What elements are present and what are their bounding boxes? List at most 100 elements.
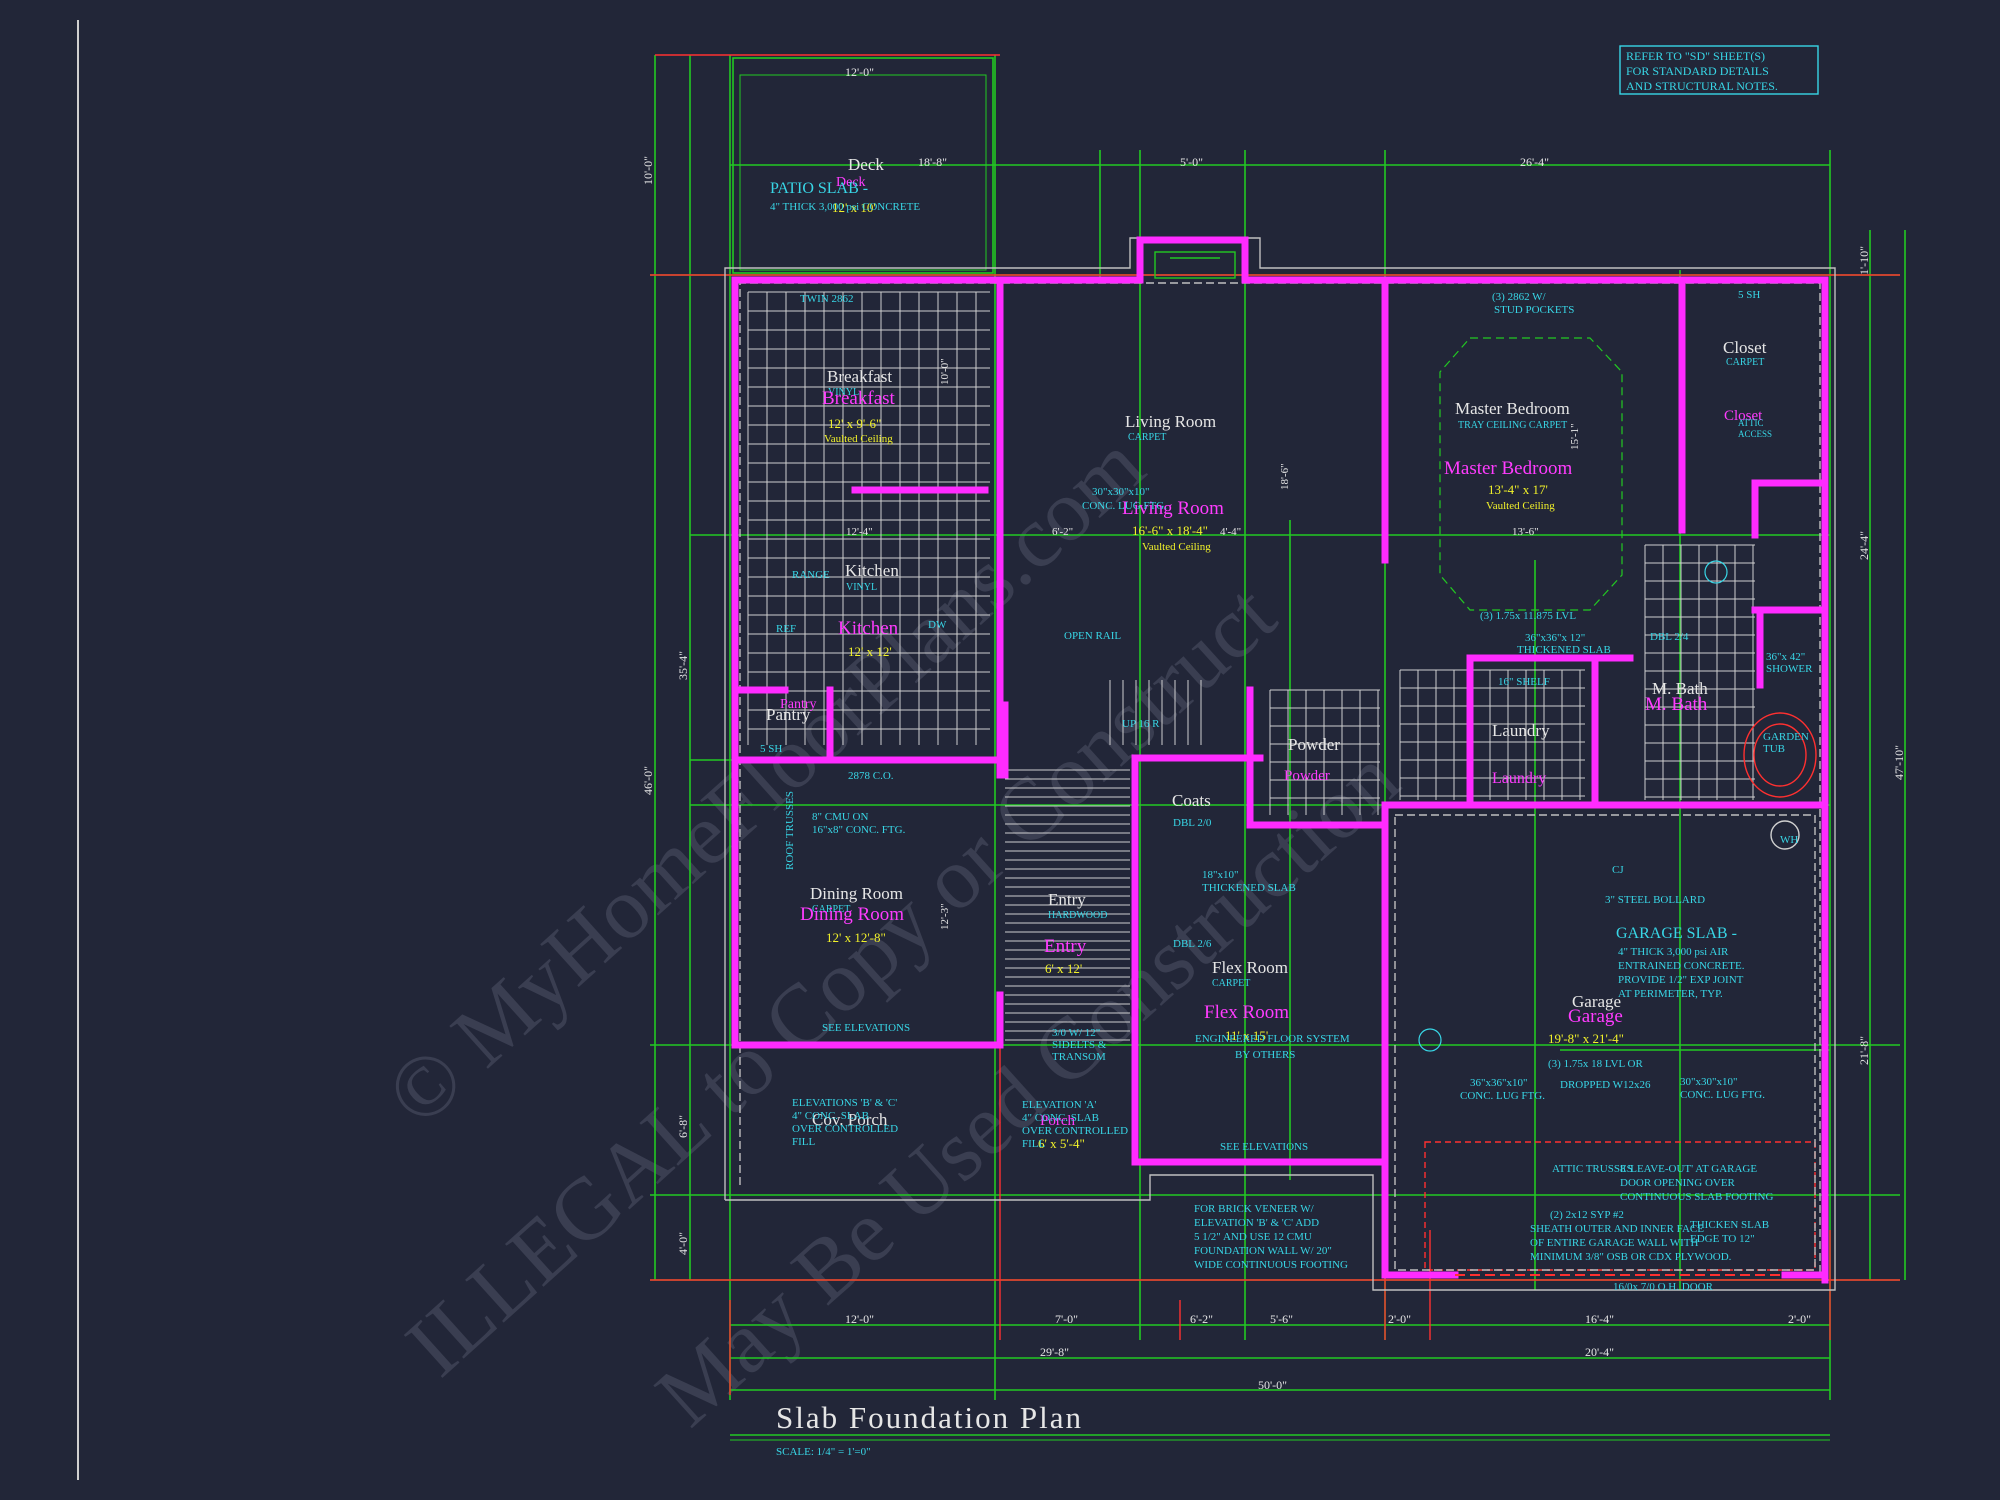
pantry-shelf-label: 5 SH	[760, 743, 782, 755]
note-line-3: AND STRUCTURAL NOTES.	[1626, 79, 1778, 93]
thicken-note-1: THICKEN SLAB	[1690, 1219, 1769, 1231]
porch-tag: Porch	[1040, 1113, 1075, 1129]
room-master-name: Master Bedroom	[1455, 399, 1570, 418]
room-breakfast-name: Breakfast	[827, 367, 892, 386]
tile-floor-kitchen	[747, 291, 990, 745]
elev-bc-note-3: OVER CONTROLLED	[792, 1123, 898, 1135]
dim-bottom-5: 2'-0"	[1388, 1312, 1411, 1326]
room-living-material: CARPET	[1128, 432, 1166, 443]
thicken-note-2: EDGE TO 12"	[1690, 1233, 1755, 1245]
room-garage-size: 19'-8" x 21'-4"	[1548, 1031, 1624, 1046]
section-marker-a-icon	[1704, 560, 1728, 584]
room-dining-tag: Dining Room	[800, 904, 904, 925]
room-flex-size: 11' x 15'	[1225, 1028, 1268, 1043]
room-dining-name: Dining Room	[810, 884, 903, 903]
dim-bottom-1: 12'-0"	[845, 1312, 874, 1326]
sheath-note-2: SHEATH OUTER AND INNER FACE	[1530, 1223, 1704, 1235]
room-covporch-name: Cov. Porch	[812, 1110, 888, 1129]
closet-shelf-label: 5 SH	[1738, 289, 1760, 301]
bollard-note: 3" STEEL BOLLARD	[1605, 894, 1705, 906]
stairs	[1005, 680, 1202, 1041]
stair-up-label: UP 16 R	[1122, 718, 1160, 730]
shelf-label: 16" SHELF	[1498, 676, 1550, 688]
dim-bottom-9: 20'-4"	[1585, 1345, 1614, 1359]
dropped-note: DROPPED W12x26	[1560, 1079, 1651, 1091]
room-master-size: 13'-4" x 17'	[1488, 482, 1548, 497]
fireplace	[1154, 251, 1236, 279]
section-marker-b-icon	[1418, 1028, 1442, 1052]
leaveout-note-2: DOOR OPENING OVER	[1620, 1177, 1736, 1189]
room-master-material: TRAY CEILING CARPET	[1458, 420, 1567, 431]
room-mbath-name: M. Bath	[1652, 679, 1708, 698]
note-line-2: FOR STANDARD DETAILS	[1626, 64, 1769, 78]
stud-pockets-1: (3) 2862 W/	[1492, 291, 1547, 303]
garage-slab-desc-4: AT PERIMETER, TYP.	[1618, 988, 1723, 1000]
elev-a-note-2: 4" CONC. SLAB	[1022, 1112, 1099, 1124]
elev-bc-note-2: 4" CONC. SLAB	[792, 1110, 869, 1122]
room-closet-material: CARPET	[1726, 357, 1764, 368]
room-materials: VINYL CARPET TRAY CEILING CARPET CARPET …	[812, 357, 1764, 989]
room-deck-size: 12' x 10'	[832, 200, 876, 215]
room-names: Deck Breakfast Living Room Master Bedroo…	[766, 155, 1767, 1129]
roof-trusses-label: ROOF TRUSSES	[784, 791, 796, 870]
open-rail-label: OPEN RAIL	[1064, 630, 1121, 642]
attic-access-1: ATTIC	[1738, 418, 1764, 428]
garden-tub-icon	[1743, 712, 1817, 798]
room-living-tag: Living Room	[1122, 498, 1224, 519]
room-powder-name: Powder	[1288, 735, 1340, 754]
dim-bottom-8: 29'-8"	[1040, 1345, 1069, 1359]
room-mbath-tag: M. Bath	[1645, 694, 1708, 715]
elev-bc-note-4: FILL	[792, 1136, 816, 1148]
room-breakfast-ceiling: Vaulted Ceiling	[824, 433, 893, 445]
room-deck-name: Deck	[848, 155, 884, 174]
elev-a-note-1: ELEVATION 'A'	[1022, 1099, 1096, 1111]
dim-right-4: 21'-8"	[1857, 1036, 1871, 1065]
dim-left-3: 46'-0"	[641, 766, 655, 795]
sidelights-3: TRANSOM	[1052, 1051, 1106, 1063]
tray-ceiling-outline	[1439, 337, 1623, 611]
room-entry-material: HARDWOOD	[1048, 910, 1107, 921]
brick-note-4: FOUNDATION WALL W/ 20"	[1194, 1245, 1332, 1257]
elev-a-note-3: OVER CONTROLLED	[1022, 1125, 1128, 1137]
room-living-size: 16'-6" x 18'-4"	[1132, 523, 1208, 538]
dim-inner-2: 6'-2"	[1052, 526, 1073, 538]
note-box-text: REFER TO "SD" SHEET(S) FOR STANDARD DETA…	[1626, 49, 1778, 93]
patio-slab-title: PATIO SLAB -	[770, 180, 868, 197]
room-pantry-name: Pantry	[766, 705, 811, 724]
cmu-note-1: 8" CMU ON	[812, 811, 868, 823]
stud-pockets-2: STUD POCKETS	[1494, 304, 1574, 316]
dbl24-label: DBL 2/4	[1650, 631, 1689, 643]
room-garage-tag: Garage	[1568, 1006, 1623, 1027]
vertical-dimension-text: 10'-0" 35'-4" 46'-0" 6'-8" 4'-0" 1'-10" …	[641, 156, 1906, 1255]
co-2878-label: 2878 C.O.	[848, 770, 894, 782]
see-elevations-1: SEE ELEVATIONS	[822, 1022, 910, 1034]
dbl20-label: DBL 2/0	[1173, 817, 1212, 829]
brick-note-5: WIDE CONTINUOUS FOOTING	[1194, 1259, 1348, 1271]
note-box	[1619, 45, 1819, 95]
dim-bottom-4: 5'-6"	[1270, 1312, 1293, 1326]
sheath-note-4: MINIMUM 3/8" OSB OR CDX PLYWOOD.	[1530, 1251, 1732, 1263]
room-laundry-tag: Laundry	[1492, 770, 1546, 787]
deck	[732, 57, 994, 274]
lug1-note-2: CONC. LUG FTG.	[1460, 1090, 1545, 1102]
patio-slab-desc: 4" THICK 3,000 psi CONCRETE	[770, 201, 920, 213]
room-tags: Deck Breakfast Living Room Master Bedroo…	[780, 175, 1763, 1027]
dim-inner-6: 10'-0"	[939, 358, 951, 385]
water-heater-icon	[1770, 820, 1800, 850]
twin-window-label: TWIN 2862	[800, 293, 853, 305]
dim-left-2: 35'-4"	[676, 651, 690, 680]
dim-top-1: 18'-8"	[918, 155, 947, 169]
ref-label: REF	[776, 623, 796, 635]
garage-slab-desc-3: PROVIDE 1/2" EXP JOINT	[1618, 974, 1744, 986]
room-entry-size: 6' x 12'	[1045, 961, 1082, 976]
range-label: RANGE	[792, 569, 830, 581]
garage-door-label: 16/0x 7/0 O.H. DOOR	[1613, 1281, 1714, 1293]
cmu-note-2: 16"x8" CONC. FTG.	[812, 824, 906, 836]
room-coats-name: Coats	[1172, 791, 1211, 810]
plan-scale: SCALE: 1/4" = 1'=0"	[776, 1446, 871, 1458]
room-powder-tag: Powder	[1284, 768, 1330, 784]
sidelights-2: SIDELTS &	[1052, 1039, 1107, 1051]
dim-bottom-2: 7'-0"	[1055, 1312, 1078, 1326]
room-garage-name: Garage	[1572, 992, 1621, 1011]
